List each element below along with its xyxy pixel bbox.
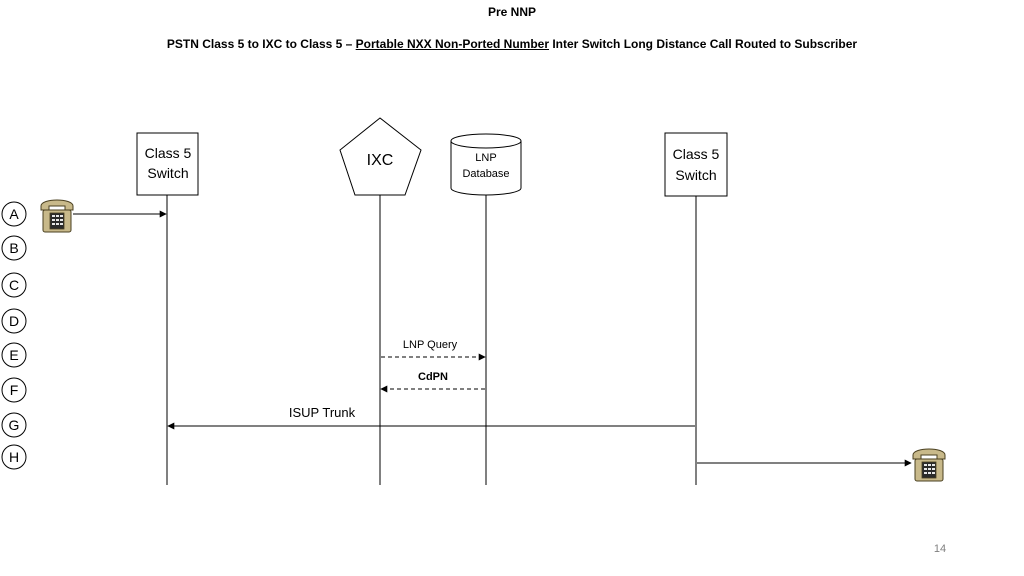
step-label: H — [9, 449, 19, 465]
subtitle-prefix: PSTN Class 5 to IXC to Class 5 – — [166, 37, 356, 51]
lnp-db-label-line2: Database — [462, 168, 509, 180]
step-label: B — [9, 240, 18, 256]
step-label: A — [9, 206, 19, 222]
step-marker: H — [1, 444, 27, 470]
class5-left-label-line2: Switch — [147, 165, 188, 181]
step-marker: G — [1, 412, 27, 438]
called-phone-icon — [912, 448, 946, 482]
lnp-db-label-line1: LNP — [475, 152, 496, 164]
step-marker: E — [1, 342, 27, 368]
subtitle-suffix: Inter Switch Long Distance Call Routed t… — [549, 37, 858, 51]
page-number: 14 — [933, 543, 947, 555]
step-marker: D — [1, 308, 27, 334]
step-label: C — [9, 277, 19, 293]
class5-left-label-line1: Class 5 — [145, 145, 192, 161]
step-label: D — [9, 313, 19, 329]
step-label: F — [10, 382, 19, 398]
page-title: Pre NNP — [487, 5, 537, 19]
step-label: G — [9, 417, 20, 433]
lnp-database-node: LNP Database — [450, 133, 522, 196]
class5-switch-right-node: Class 5 Switch — [664, 132, 728, 197]
step-marker: B — [1, 235, 27, 261]
lnp-query-label: LNP Query — [403, 339, 458, 351]
calling-phone-icon — [40, 199, 74, 233]
step-marker: F — [1, 377, 27, 403]
subtitle-underlined: Portable NXX Non-Ported Number — [355, 37, 550, 51]
isup-trunk-label: ISUP Trunk — [289, 405, 356, 420]
step-label: E — [9, 347, 18, 363]
ixc-label: IXC — [367, 152, 394, 169]
page-subtitle: PSTN Class 5 to IXC to Class 5 – Portabl… — [0, 37, 1024, 51]
step-marker: A — [1, 201, 27, 227]
ixc-node: IXC — [339, 117, 422, 196]
cdpn-label: CdPN — [418, 371, 448, 383]
class5-switch-left-node: Class 5 Switch — [136, 132, 199, 196]
class5-right-label-line2: Switch — [675, 167, 716, 183]
class5-right-label-line1: Class 5 — [673, 146, 720, 162]
step-marker: C — [1, 272, 27, 298]
